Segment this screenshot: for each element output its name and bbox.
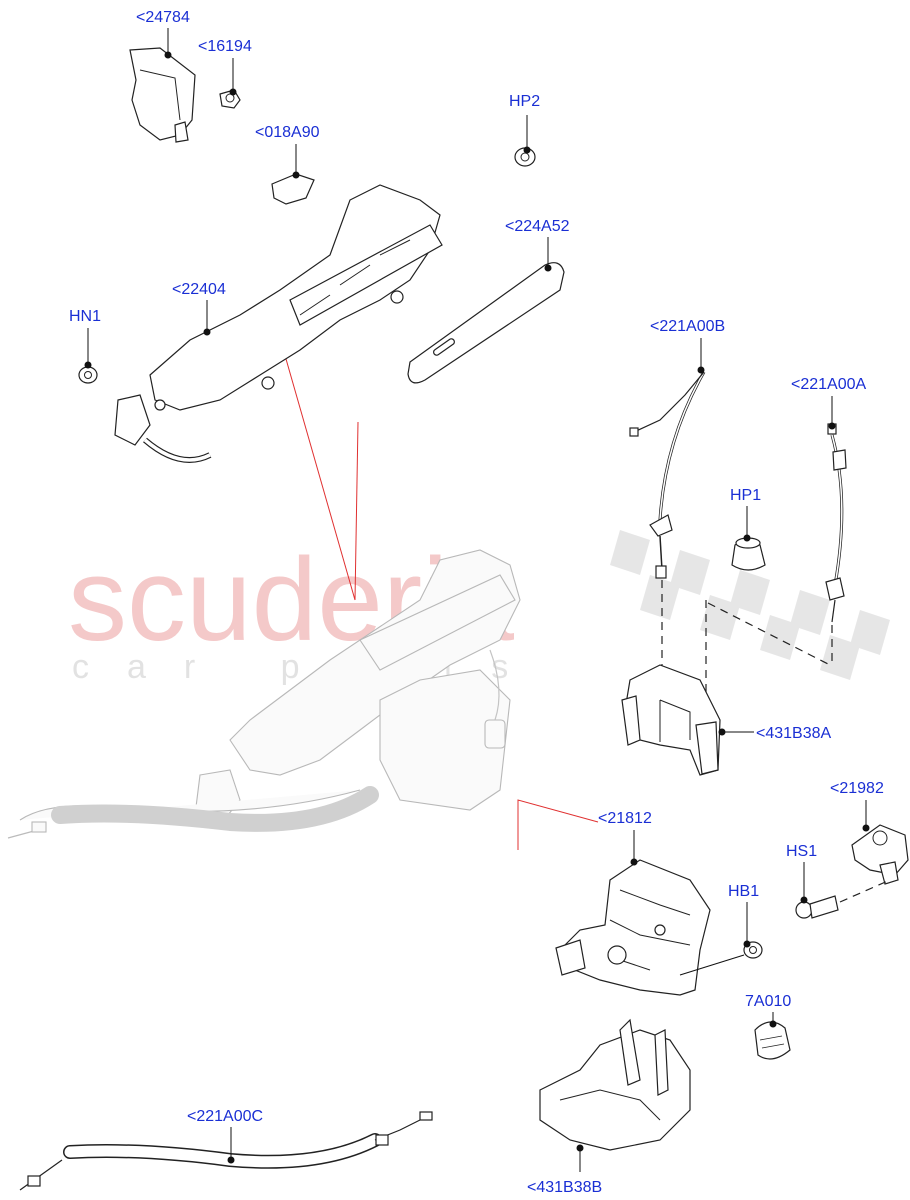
trim-strip-224A52 <box>407 262 565 384</box>
callout-018A90: <018A90 <box>255 124 320 141</box>
callout-21982: <21982 <box>830 780 884 797</box>
callout-HS1: HS1 <box>786 843 817 860</box>
callout-HB1: HB1 <box>728 883 759 900</box>
cable-221A00A <box>825 423 847 623</box>
callout-16194: <16194 <box>198 38 252 55</box>
callout-431B38B: <431B38B <box>527 1179 602 1196</box>
bracket-24784 <box>129 47 196 143</box>
callout-24784: <24784 <box>136 9 190 26</box>
assembled-handle-ghost <box>7 549 521 839</box>
callout-leaders <box>84 28 870 1172</box>
striker-21982 <box>851 824 909 885</box>
callout-HP2: HP2 <box>509 93 540 110</box>
callout-HN1: HN1 <box>69 308 101 325</box>
handle-carrier-22404 <box>114 184 443 463</box>
callout-22404: <22404 <box>172 281 226 298</box>
pad-7A010 <box>754 1021 791 1060</box>
callout-221A00B: <221A00B <box>650 318 725 335</box>
callout-labels: <24784 <16194 <018A90 HP2 <224A52 <22404… <box>69 9 884 1196</box>
nut-HN1 <box>78 366 98 384</box>
cap-018A90 <box>271 173 315 205</box>
callout-21812: <21812 <box>598 810 652 827</box>
plug-HP1 <box>731 537 766 571</box>
callout-HP1: HP1 <box>730 487 761 504</box>
cover-431B38B <box>539 1018 691 1151</box>
screw-HS1 <box>795 879 891 919</box>
callout-431B38A: <431B38A <box>756 725 832 742</box>
callout-224A52: <224A52 <box>505 218 570 235</box>
cable-221A00B <box>629 371 706 579</box>
guide-lines <box>279 337 599 850</box>
cover-431B38A <box>621 664 721 776</box>
checkered-flag-icon <box>610 530 890 680</box>
callout-221A00C: <221A00C <box>187 1108 263 1125</box>
callout-221A00A: <221A00A <box>791 376 867 393</box>
callout-7A010: 7A010 <box>745 993 791 1010</box>
latch-21812 <box>555 859 711 996</box>
